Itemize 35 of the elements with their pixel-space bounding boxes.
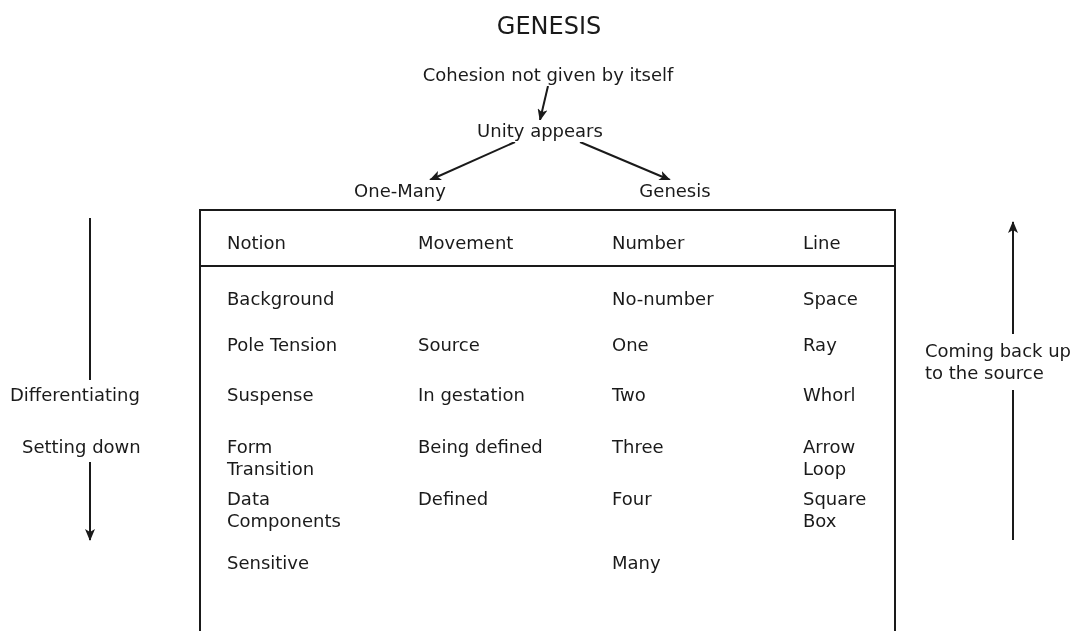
table-cell-text: Form Transition xyxy=(227,436,316,480)
table-cell: Four xyxy=(612,488,652,510)
table-cell: Many xyxy=(612,552,661,574)
table-cell: Pole Tension xyxy=(227,334,338,356)
table-cell: Being defined xyxy=(418,436,543,458)
side-note: Setting down xyxy=(22,436,141,458)
title: GENESIS xyxy=(495,12,603,40)
node-text: Cohesion not given by itself xyxy=(422,64,674,86)
side-note: Differentiating xyxy=(10,384,140,406)
table-cell: One xyxy=(612,334,649,356)
table-cell: Source xyxy=(418,334,480,356)
table-cell: No-number xyxy=(612,288,714,310)
table-cell: Two xyxy=(612,384,646,406)
column-header: Notion xyxy=(227,232,286,254)
table-cell: Whorl xyxy=(803,384,856,406)
column-header: Line xyxy=(803,232,841,254)
table-cell: Three xyxy=(612,436,664,458)
node-text: One-Many xyxy=(354,180,446,202)
table-cell-text: Arrow Loop xyxy=(803,436,857,480)
table-cell: Suspense xyxy=(227,384,314,406)
column-header: Movement xyxy=(418,232,514,254)
node-text: Unity appears xyxy=(477,120,603,142)
table-cell: Sensitive xyxy=(227,552,310,574)
arrow xyxy=(429,141,516,181)
table-cell: Space xyxy=(803,288,858,310)
table-cell: In gestation xyxy=(418,384,525,406)
table-cell: Ray xyxy=(803,334,837,356)
table-cell-text: Data Components xyxy=(227,488,342,532)
arrow xyxy=(579,141,671,181)
side-note: Coming back up to the source xyxy=(925,340,1072,384)
column-header: Number xyxy=(612,232,685,254)
table-cell: Defined xyxy=(418,488,489,510)
arrow xyxy=(537,85,549,121)
table-cell-text: Square Box xyxy=(803,488,868,532)
table-cell: Background xyxy=(227,288,335,310)
